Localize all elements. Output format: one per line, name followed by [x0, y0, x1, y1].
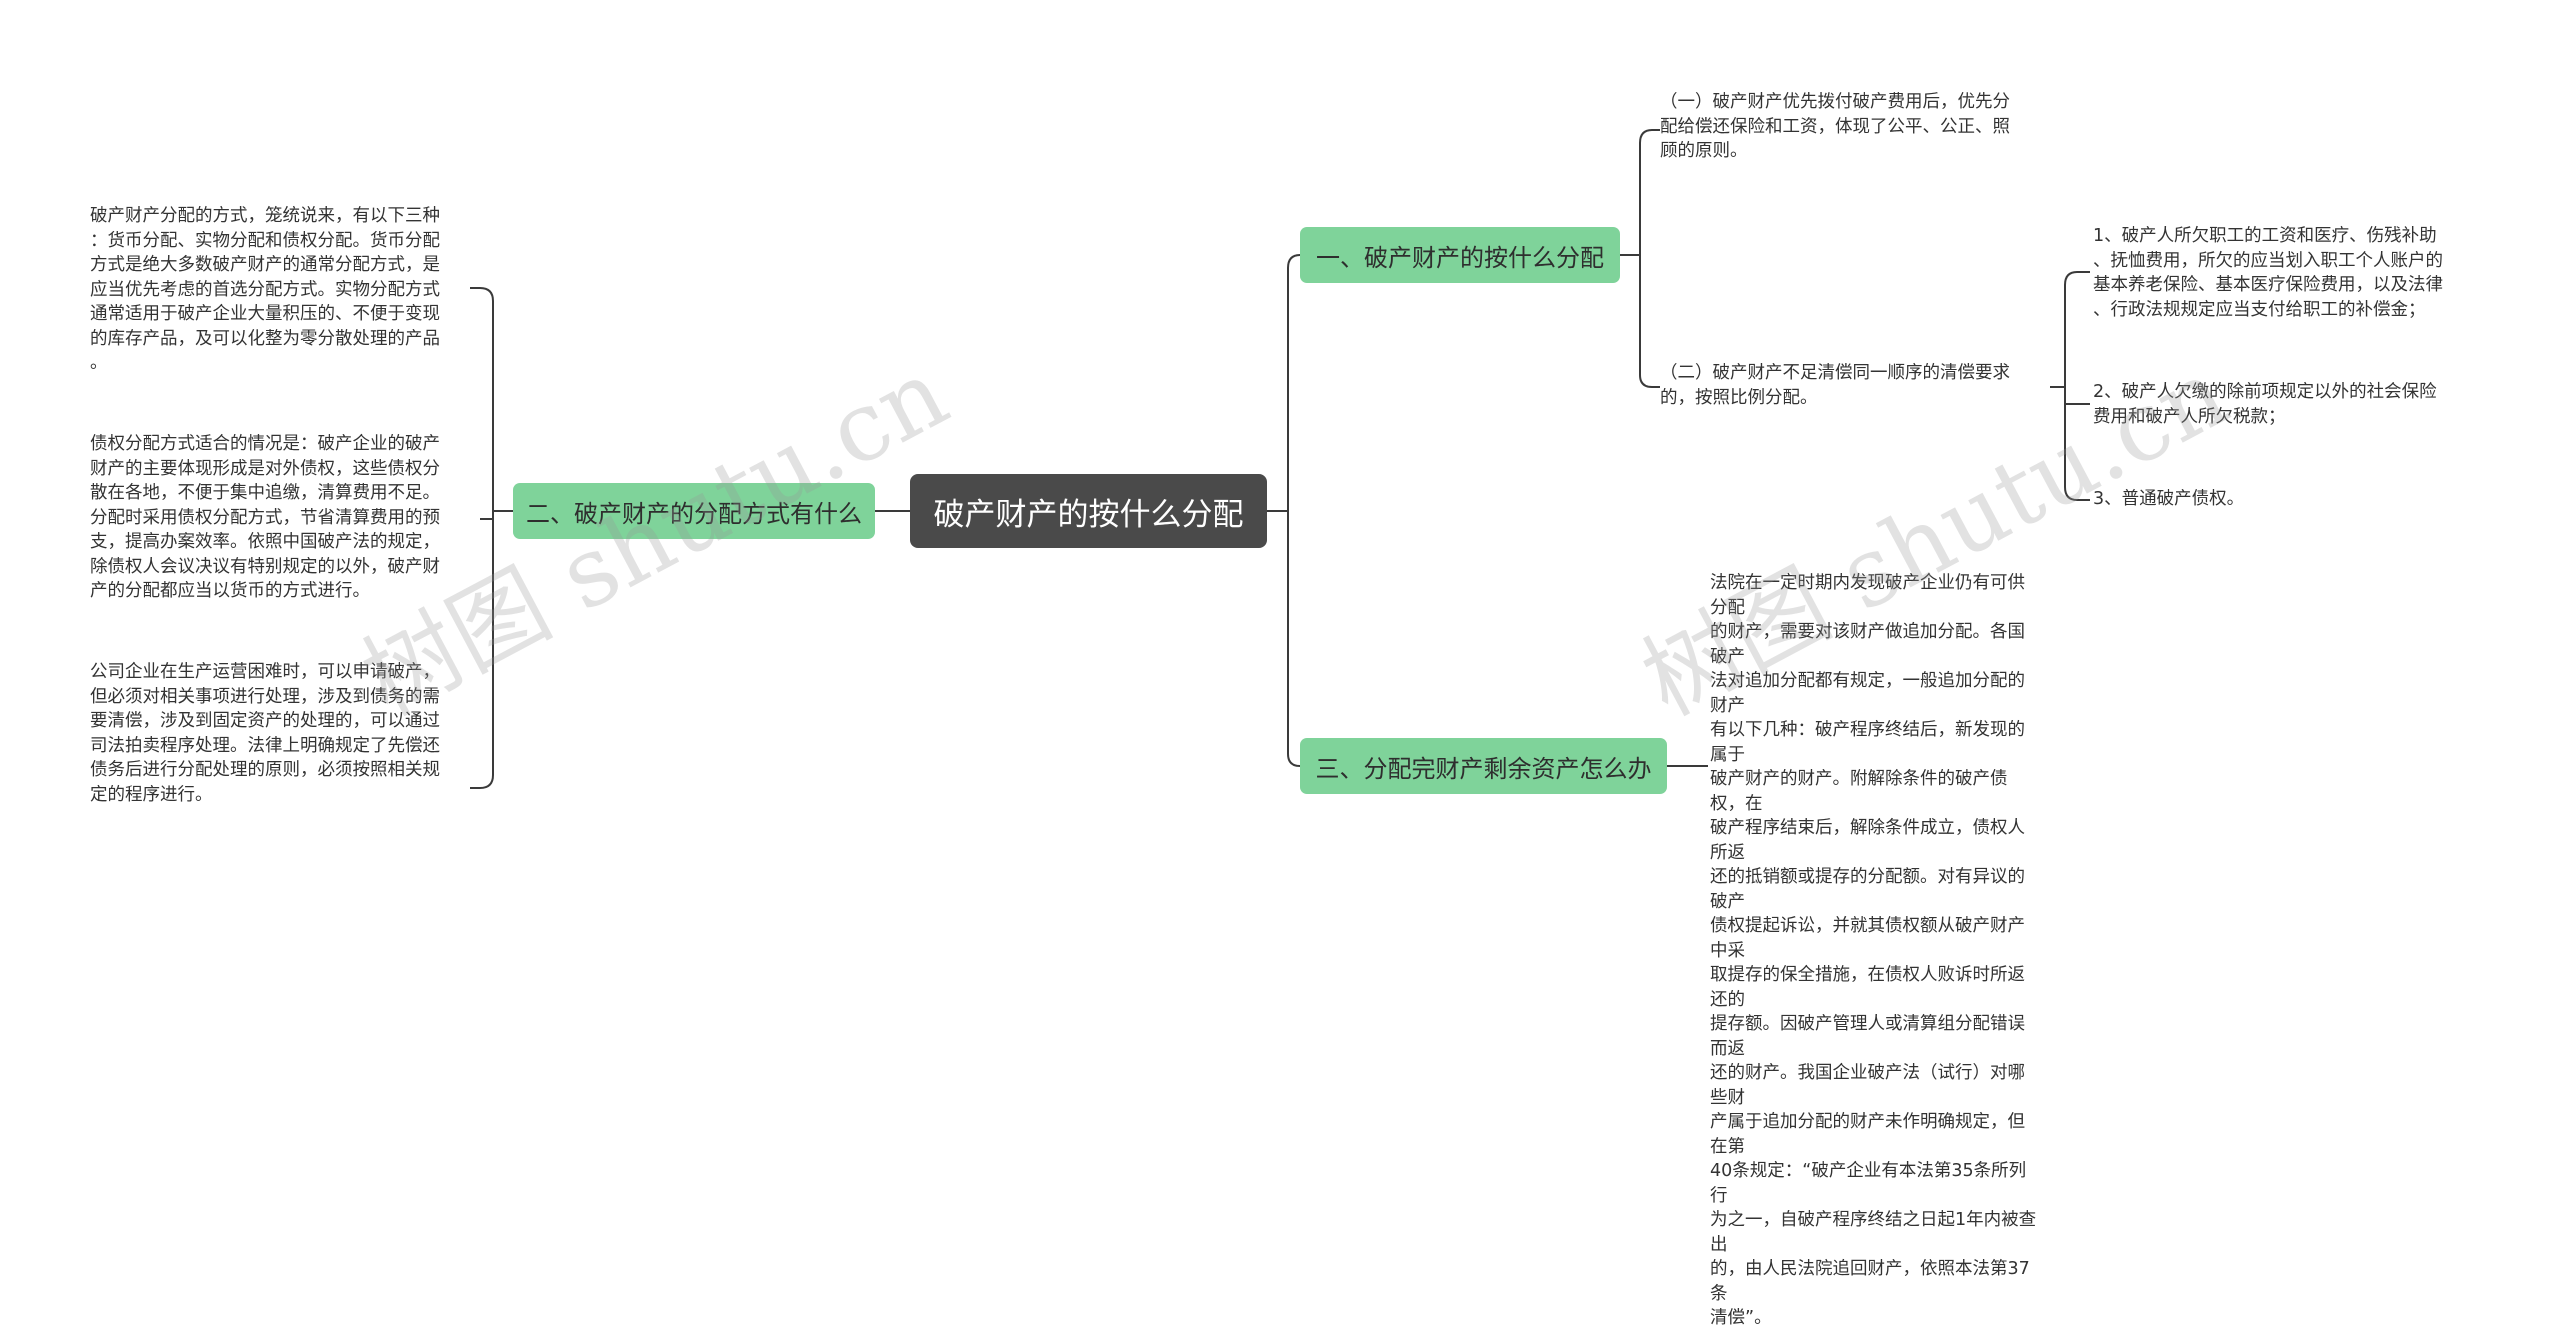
root-node[interactable]: 破产财产的按什么分配 — [910, 474, 1267, 548]
connector-b2 — [470, 287, 513, 789]
leaf-node: 法院在一定时期内发现破产企业仍有可供分配 的财产，需要对该财产做追加分配。各国破… — [1710, 573, 2037, 1328]
connector-lines — [470, 129, 2090, 789]
branch-node-1[interactable]: 一、破产财产的按什么分配 — [1300, 227, 1620, 283]
connector-b1 — [1620, 129, 1660, 388]
branch-node-3[interactable]: 三、分配完财产剩余资产怎么办 — [1300, 738, 1667, 794]
leaf-node: 公司企业在生产运营困难时，可以申请破产， 但必须对相关事项进行处理，涉及到债务的… — [90, 662, 440, 805]
leaf-node: （一）破产财产优先拨付破产费用后，优先分 配给偿还保险和工资，体现了公平、公正、… — [1660, 92, 2010, 161]
leaf-node: 破产财产分配的方式，笼统说来，有以下三种 ：货币分配、实物分配和债权分配。货币分… — [90, 206, 440, 373]
root-label: 破产财产的按什么分配 — [933, 496, 1244, 533]
branch-label-3: 三、分配完财产剩余资产怎么办 — [1315, 754, 1652, 783]
sub-leaf-node: 3、普通破产债权。 — [2093, 489, 2245, 509]
branch-label-2: 二、破产财产的分配方式有什么 — [526, 499, 862, 528]
branch-node-2[interactable]: 二、破产财产的分配方式有什么 — [513, 483, 875, 539]
leaf-node: 债权分配方式适合的情况是：破产企业的破产 财产的主要体现形成是对外债权，这些债权… — [90, 434, 440, 601]
connector-trunk-right — [1287, 254, 1301, 767]
connector-l2 — [2050, 271, 2090, 501]
branch-label-1: 一、破产财产的按什么分配 — [1316, 243, 1604, 272]
leaf-node: （二）破产财产不足清偿同一顺序的清偿要求 的，按照比例分配。 — [1660, 363, 2010, 408]
sub-leaf-node: 2、破产人欠缴的除前项规定以外的社会保险 费用和破产人所欠税款； — [2093, 382, 2437, 427]
sub-leaf-node: 1、破产人所欠职工的工资和医疗、伤残补助 、抚恤费用，所欠的应当划入职工个人账户… — [2093, 226, 2443, 320]
